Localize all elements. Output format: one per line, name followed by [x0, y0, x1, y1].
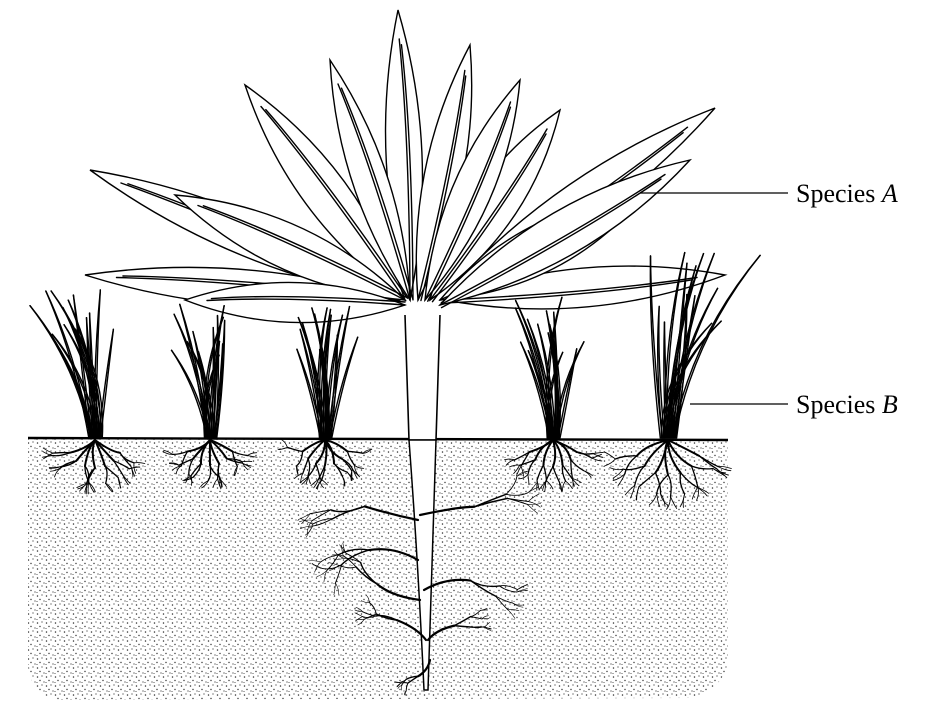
species-a-stem: [405, 315, 440, 440]
species-a-leaves: [85, 10, 725, 323]
species-b-label: Species B: [796, 390, 898, 419]
species-a-label: Species A: [796, 179, 898, 208]
